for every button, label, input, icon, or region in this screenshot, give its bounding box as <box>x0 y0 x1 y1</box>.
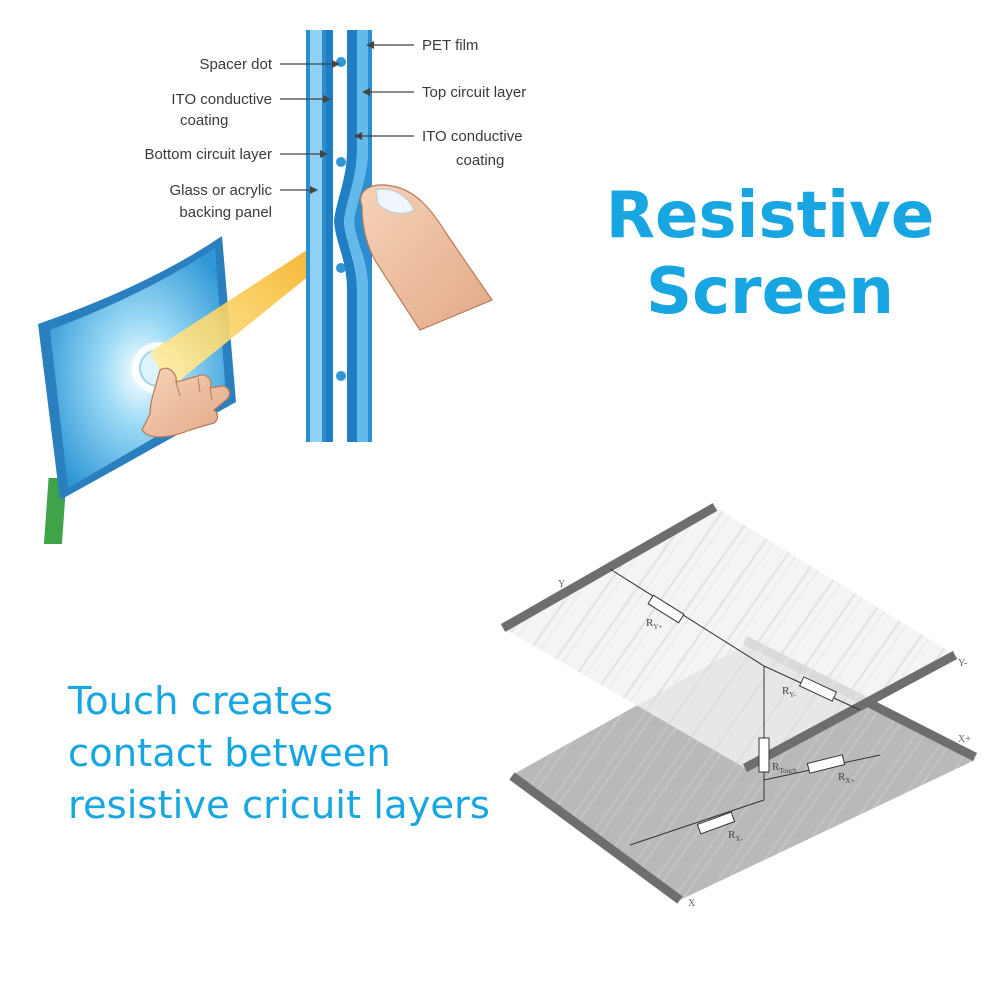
page-title: Resistive Screen <box>560 178 980 330</box>
caption-line-3: resistive cricuit layers <box>68 783 490 828</box>
label-ry-plus: RY+ <box>646 617 662 631</box>
label-rtouch: RTouch <box>772 761 797 775</box>
resistor-rtouch <box>758 737 770 773</box>
label-axis-y-minus: Y- <box>958 658 967 669</box>
caption-line-2: contact between <box>68 731 391 776</box>
magnify-beam <box>150 222 356 388</box>
label-backing-panel-1: Glass or acrylic <box>169 182 272 199</box>
caption: Touch creates contact between resistive … <box>68 676 490 832</box>
label-ito-coating-left-2: coating <box>180 112 228 129</box>
title-line-2: Screen <box>646 255 894 329</box>
label-pet-film: PET film <box>422 37 478 54</box>
left-leaders <box>280 60 340 194</box>
label-ito-coating-right-1: ITO conductive <box>422 128 523 145</box>
electrode-y-plus <box>500 503 718 632</box>
label-bottom-circuit-layer: Bottom circuit layer <box>144 146 272 163</box>
spacer-dot <box>336 57 346 67</box>
spacer-dot <box>336 371 346 381</box>
label-backing-panel-2: backing panel <box>179 204 272 221</box>
layer-stack <box>306 30 372 442</box>
circuit-diagram: RY+ RY- RTouch RX+ RX- Y Y- X+ X <box>500 503 978 909</box>
resistor-ry-plus <box>647 594 685 624</box>
finger-icon <box>360 184 493 331</box>
label-rx-plus: RX+ <box>838 771 854 785</box>
label-axis-x: X <box>688 898 696 909</box>
electrode-x-minus <box>509 772 683 904</box>
label-ito-coating-right-2: coating <box>456 152 504 169</box>
electrode-y-minus <box>742 651 958 772</box>
label-spacer-dot: Spacer dot <box>199 56 272 73</box>
spacer-dot <box>336 157 346 167</box>
label-axis-x-plus: X+ <box>958 734 971 745</box>
label-axis-y: Y <box>558 579 565 590</box>
top-circuit-layer <box>334 30 357 442</box>
resistor-ry-minus <box>798 676 838 702</box>
label-rx-minus: RX- <box>728 829 743 843</box>
resistor-rx-minus <box>696 811 736 835</box>
resistor-rx-plus <box>806 754 846 774</box>
hand-icon <box>141 367 231 438</box>
label-ito-coating-left-1: ITO conductive <box>171 91 272 108</box>
label-top-circuit-layer: Top circuit layer <box>422 84 526 101</box>
right-leaders <box>354 41 414 140</box>
spacer-dot <box>336 263 346 273</box>
caption-line-1: Touch creates <box>68 679 334 724</box>
title-line-1: Resistive <box>605 179 935 253</box>
label-ry-minus: RY- <box>782 685 797 699</box>
